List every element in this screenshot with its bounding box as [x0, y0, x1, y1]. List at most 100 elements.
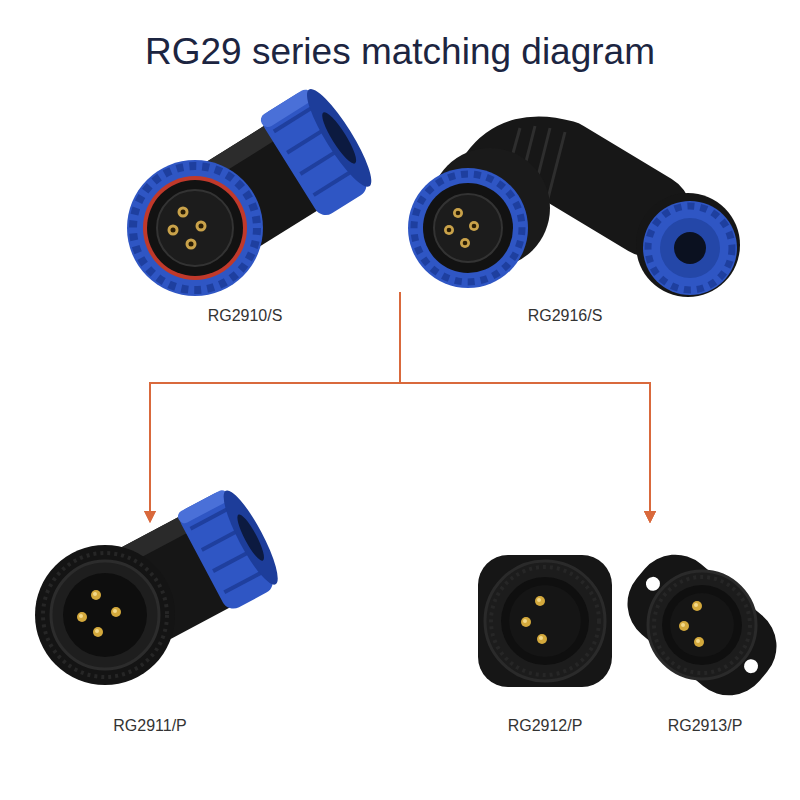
matching-arrow	[400, 292, 656, 523]
part-number-label: RG2912/P	[508, 716, 583, 735]
socket-rg2913p-part	[696, 639, 700, 643]
plug-rg2916s-part	[444, 225, 454, 235]
plug-rg2910s-part-part	[298, 83, 380, 193]
plug-rg2910s-part	[147, 180, 243, 276]
plug-rg2910s-part-part	[317, 109, 361, 167]
plug-rg2911p-part	[79, 614, 83, 618]
matching-arrow	[144, 292, 400, 523]
socket-rg2913p-part	[654, 577, 750, 673]
plug-rg2916s-part	[434, 194, 502, 262]
arrow-line	[150, 292, 400, 513]
plug-rg2916s-part	[463, 241, 468, 246]
arrow-line	[400, 292, 650, 513]
plug-rg2910s-part-part	[258, 87, 315, 130]
plug-rg2911p-part	[113, 609, 117, 613]
arrow-line	[150, 292, 400, 513]
arrow-line	[400, 292, 650, 513]
socket-rg2912p-part	[491, 567, 599, 675]
plug-rg2916s-part	[430, 148, 550, 268]
diagram-title: RG29 series matching diagram	[0, 30, 800, 74]
plug-rg2910s-part	[171, 228, 176, 233]
plug-rg2916s	[408, 126, 740, 297]
socket-rg2913p-part	[611, 538, 793, 711]
socket-rg2912p-part	[537, 598, 541, 602]
socket-rg2912p-part	[535, 596, 545, 606]
matching-arrow	[144, 292, 400, 523]
part-number-label: RG2910/S	[208, 306, 283, 325]
plug-rg2916s-part	[469, 221, 479, 231]
plug-rg2910s-part	[133, 166, 257, 290]
plug-rg2916s-part	[472, 224, 477, 229]
part-number-label: RG2916/S	[528, 306, 603, 325]
socket-rg2913p-part	[694, 603, 698, 607]
socket-rg2912p	[478, 555, 612, 687]
plug-rg2916s-part	[414, 174, 522, 282]
arrow-head	[144, 511, 156, 523]
plug-rg2916s-part	[456, 211, 461, 216]
socket-rg2913p-part	[670, 593, 734, 657]
plug-rg2916s-part	[643, 201, 737, 295]
arrow-head	[644, 511, 656, 523]
plug-rg2916s-part	[460, 238, 470, 248]
plug-rg2916s-part	[447, 228, 452, 233]
plug-rg2911p-part	[95, 629, 99, 633]
plug-rg2911p-part-part	[233, 512, 268, 564]
socket-rg2912p-part	[501, 577, 589, 665]
plug-rg2910s-part	[189, 242, 194, 247]
socket-rg2913p-part	[692, 601, 702, 611]
product-cell: RG2910/S	[90, 100, 400, 325]
plug-rg2911p-part	[77, 612, 87, 622]
plug-rg2910s-part	[181, 210, 186, 215]
plug-rg2911p-part	[91, 590, 101, 600]
socket-rg2912p-part	[478, 555, 612, 687]
arrow-line	[400, 292, 650, 513]
plug-rg2910s-part	[186, 239, 197, 250]
arrow-line	[400, 292, 650, 513]
plug-rg2911p-part-part	[202, 530, 240, 550]
plug-rg2910s-part-part	[314, 171, 353, 195]
plug-rg2910s	[127, 80, 382, 296]
plug-rg2911p-part	[111, 607, 121, 617]
matching-arrow	[400, 292, 656, 523]
product-cell: RG2916/S	[400, 100, 730, 325]
product-cell: RG2913/P	[650, 523, 760, 735]
arrow-head	[644, 511, 656, 523]
plug-rg2911p-part-part	[215, 485, 286, 590]
plug-rg2916s-part	[453, 208, 463, 218]
plug-rg2911p-part	[93, 627, 103, 637]
matching-arrow	[400, 292, 656, 523]
socket-rg2913p-part	[648, 571, 756, 679]
arrow-head	[144, 511, 156, 523]
socket-rg2912p-part	[523, 619, 527, 623]
plug-rg2916s-part	[423, 183, 513, 273]
plug-rg2916s-part	[660, 218, 720, 278]
socket-rg2912p-part	[539, 636, 543, 640]
plug-rg2911p-part	[51, 561, 159, 669]
plug-rg2911p-part-part	[224, 572, 262, 592]
plug-rg2910s-part	[199, 224, 204, 229]
plug-rg2911p-part	[35, 545, 175, 685]
plug-rg2910s-part	[127, 160, 263, 296]
plug-rg2910s-part-part	[287, 128, 326, 152]
plug-rg2916s-part	[648, 206, 732, 290]
socket-rg2913p	[611, 538, 793, 711]
plug-rg2910s-part	[168, 225, 179, 236]
plug-rg2910s-part	[157, 190, 233, 266]
plug-rg2911p-part	[93, 592, 97, 596]
matching-arrow	[400, 292, 656, 523]
plug-rg2910s-part	[143, 176, 247, 280]
socket-rg2912p-part	[509, 585, 581, 657]
arrow-head	[644, 511, 656, 523]
socket-rg2912p-part	[485, 561, 605, 681]
socket-rg2913p-part	[679, 621, 689, 631]
plug-rg2916s-part	[674, 232, 706, 264]
socket-rg2913p-part	[694, 637, 704, 647]
plug-rg2911p-part	[43, 553, 167, 677]
socket-rg2912p-part	[521, 617, 531, 627]
socket-rg2913p-part	[662, 585, 742, 665]
product-cell: RG2911/P	[40, 523, 260, 735]
part-number-label: RG2911/P	[113, 716, 187, 735]
